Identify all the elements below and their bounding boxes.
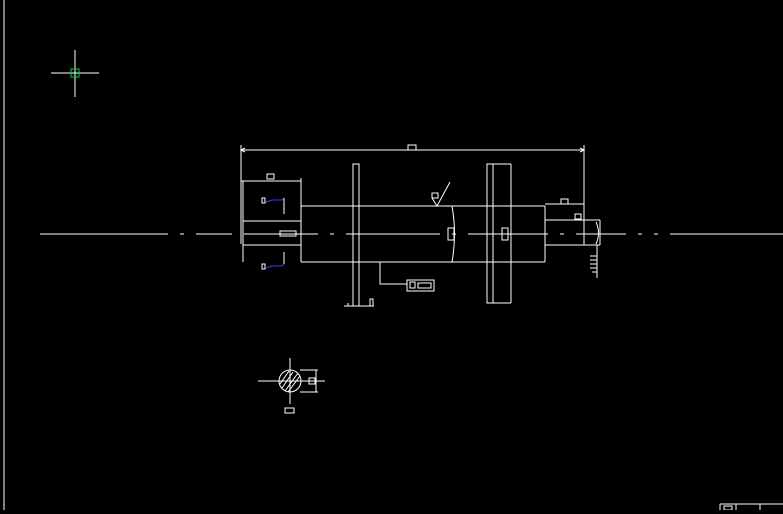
annotation-callout — [379, 262, 435, 292]
section-view — [258, 358, 325, 414]
left-hub-plate — [344, 163, 374, 307]
flange-width-value — [266, 173, 275, 180]
right-shaft-end — [544, 198, 601, 246]
overall-length-value — [407, 144, 417, 151]
roughness-symbol-icon — [431, 181, 451, 207]
keyway — [279, 230, 297, 237]
right-hub-plate — [486, 163, 512, 304]
left-leader-lines — [265, 197, 285, 269]
crosshair-cursor-icon — [51, 50, 99, 97]
title-block — [719, 503, 783, 511]
left-coupling-section — [240, 173, 302, 270]
overall-length-dimension — [239, 144, 586, 244]
right-end-ticks — [590, 245, 598, 278]
cursor-pick-box-icon — [70, 68, 80, 78]
middle-marker — [447, 227, 455, 241]
